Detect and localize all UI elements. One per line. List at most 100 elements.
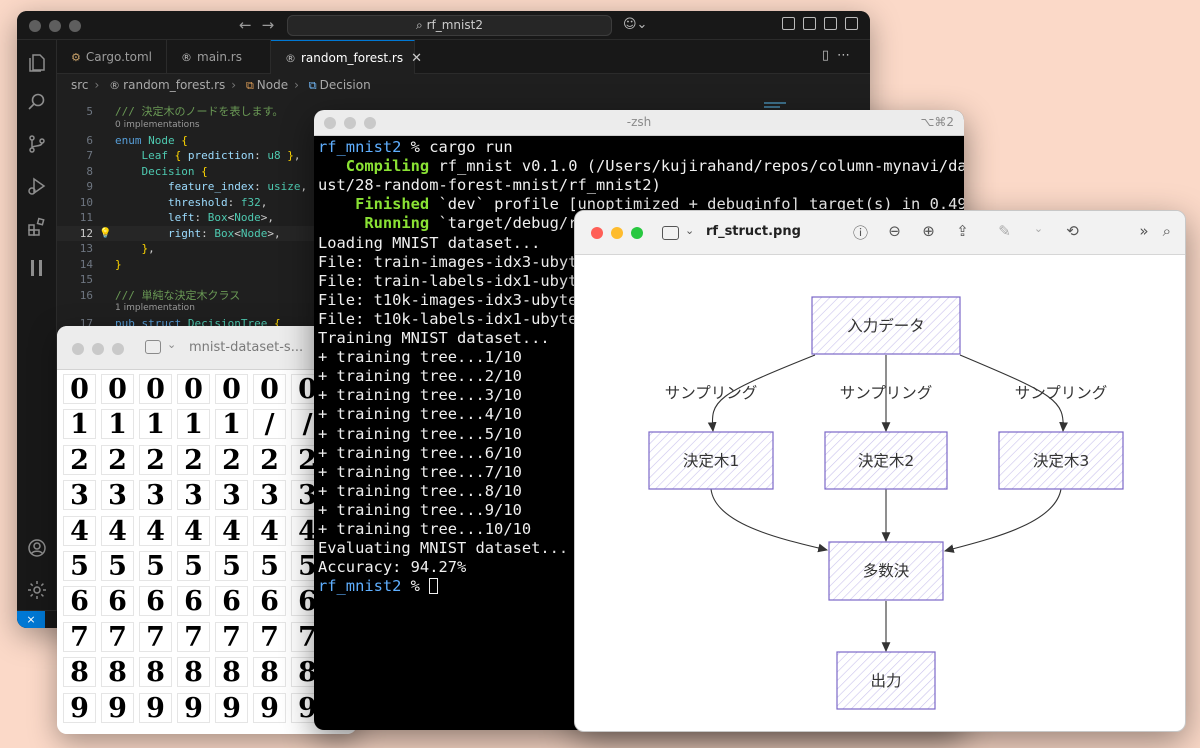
codelens-implementations[interactable]: 1 implementation xyxy=(115,303,195,313)
minimize-window-button[interactable] xyxy=(92,343,104,355)
back-arrow-icon[interactable]: ← xyxy=(239,16,262,34)
rotate-icon[interactable]: ⟲ xyxy=(1066,222,1079,240)
split-editor-icon[interactable]: ▯ xyxy=(821,48,837,63)
breadcrumb-item[interactable]: Decision xyxy=(319,78,371,92)
breadcrumb-item[interactable]: src xyxy=(71,78,89,92)
accounts-icon[interactable] xyxy=(27,538,47,558)
editor-tabs: ⚙Cargo.toml ®main.rs ®random_forest.rs✕ … xyxy=(57,40,870,74)
chevron-down-icon[interactable]: ⌄ xyxy=(167,338,177,351)
code-line[interactable]: 11 left: Box<Node>, xyxy=(57,210,870,226)
more-actions-icon[interactable]: ⋯ xyxy=(837,48,858,63)
sidebar-toggle-icon[interactable] xyxy=(662,226,679,240)
testing-icon[interactable] xyxy=(27,258,47,278)
extensions-icon[interactable] xyxy=(27,217,47,237)
code-line[interactable]: 5/// 決定木のノードを表します。 xyxy=(57,104,870,120)
code-text: enum Node { xyxy=(115,133,188,147)
prompt-suffix: % xyxy=(401,577,430,596)
minimize-window-button[interactable] xyxy=(344,117,356,129)
code-text: Decision { xyxy=(141,164,208,178)
markup-pen-icon[interactable]: ✎ xyxy=(998,222,1011,240)
node-tree-1-label: 決定木1 xyxy=(683,452,739,470)
minimize-window-button[interactable] xyxy=(49,20,61,32)
zoom-in-icon[interactable]: ⊕ xyxy=(922,222,935,240)
chevron-down-icon[interactable]: ⌄ xyxy=(685,224,695,237)
code-text: threshold: f32, xyxy=(167,195,268,209)
code-line[interactable]: 14} xyxy=(57,257,870,273)
mnist-digit: 4 xyxy=(139,515,172,546)
forward-arrow-icon[interactable]: → xyxy=(261,16,285,34)
terminal-text: + training tree...1/10 xyxy=(318,348,522,367)
explorer-icon[interactable] xyxy=(27,52,47,72)
line-number: 5 xyxy=(86,105,93,118)
toggle-primary-sidebar-icon[interactable] xyxy=(803,17,816,30)
node-tree-1: 決定木1 xyxy=(648,431,774,490)
search-icon[interactable]: ⌕ xyxy=(1162,222,1171,240)
gear-icon[interactable] xyxy=(27,580,47,600)
code-line[interactable]: 13 }, xyxy=(57,241,870,257)
breadcrumb-item[interactable]: Node xyxy=(256,78,289,92)
source-control-icon[interactable] xyxy=(27,134,47,154)
toggle-secondary-sidebar-icon[interactable] xyxy=(845,17,858,30)
code-line[interactable]: 8 Decision { xyxy=(57,164,870,180)
shortcut-label: ⌥⌘2 xyxy=(920,115,954,129)
tab-random-forest-rs[interactable]: ® random_forest.rs ✕ xyxy=(271,40,422,74)
code-line[interactable]: 10 threshold: f32, xyxy=(57,195,870,211)
customize-layout-icon[interactable] xyxy=(782,17,795,30)
mnist-digit: 2 xyxy=(215,444,248,475)
tab-cargo-toml[interactable]: ⚙Cargo.toml xyxy=(57,40,167,74)
current-prompt-line[interactable]: rf_mnist2 % xyxy=(318,577,439,596)
close-window-button[interactable] xyxy=(591,227,603,239)
copilot-icon[interactable]: ☺⌄ xyxy=(623,17,648,32)
search-icon[interactable] xyxy=(27,92,47,112)
text-cursor xyxy=(429,578,439,595)
remote-icon[interactable]: ⨯ xyxy=(17,611,45,628)
close-window-button[interactable] xyxy=(324,117,336,129)
mnist-digit: 1 xyxy=(63,409,96,440)
zoom-window-button[interactable] xyxy=(364,117,376,129)
command-center-search[interactable]: ⌕ rf_mnist2 xyxy=(287,15,612,36)
zoom-window-button[interactable] xyxy=(112,343,124,355)
close-window-button[interactable] xyxy=(72,343,84,355)
chevron-down-icon[interactable]: ⌄ xyxy=(1033,222,1044,235)
terminal-text: + training tree...4/10 xyxy=(318,405,522,424)
mnist-digit: 4 xyxy=(215,515,248,546)
zoom-out-icon[interactable]: ⊖ xyxy=(888,222,901,240)
terminal-output[interactable]: rf_mnist2 % cargo run Compiling rf_mnist… xyxy=(318,138,964,730)
lightbulb-icon[interactable]: 💡 xyxy=(99,227,112,239)
close-icon[interactable]: ✕ xyxy=(411,51,423,66)
code-line[interactable]: 15 xyxy=(57,272,870,288)
line-number: 9 xyxy=(86,180,93,193)
codelens-implementations[interactable]: 0 implementations xyxy=(115,119,200,130)
terminal-line: File: t10k-labels-idx1-ubyte.g xyxy=(318,310,596,329)
code-line[interactable]: 7 Leaf { prediction: u8 }, xyxy=(57,148,870,164)
run-debug-icon[interactable] xyxy=(27,176,47,196)
breadcrumb: src› ®random_forest.rs› ⧉Node› ⧉Decision xyxy=(57,74,870,96)
minimize-window-button[interactable] xyxy=(611,227,623,239)
mnist-digit: 8 xyxy=(215,657,248,688)
mnist-digit: 6 xyxy=(215,586,248,617)
terminal-line: + training tree...10/10 xyxy=(318,520,531,539)
breadcrumb-item[interactable]: random_forest.rs xyxy=(123,78,226,92)
code-line[interactable]: 9 feature_index: usize, xyxy=(57,179,870,195)
mnist-digit: 6 xyxy=(63,586,96,617)
share-icon[interactable]: ⇪ xyxy=(956,222,969,240)
zoom-window-button[interactable] xyxy=(69,20,81,32)
terminal-text: + training tree...7/10 xyxy=(318,462,522,481)
code-line[interactable]: 16/// 単純な決定木クラス xyxy=(57,288,870,304)
info-icon[interactable]: ⓘ xyxy=(853,224,869,242)
zoom-window-button[interactable] xyxy=(631,227,643,239)
line-number: 7 xyxy=(86,149,93,162)
sidebar-toggle-icon[interactable] xyxy=(145,340,161,354)
line-number: 14 xyxy=(79,257,93,271)
mnist-digit: 7 xyxy=(253,621,286,652)
rust-file-icon: ® xyxy=(285,52,296,65)
mnist-digit: 1 xyxy=(101,409,134,440)
tab-main-rs[interactable]: ®main.rs xyxy=(167,40,271,74)
tab-label: random_forest.rs xyxy=(301,51,404,65)
terminal-line: + training tree...8/10 xyxy=(318,482,522,501)
close-window-button[interactable] xyxy=(29,20,41,32)
toggle-panel-icon[interactable] xyxy=(824,17,837,30)
more-tools-icon[interactable]: » xyxy=(1139,222,1149,240)
